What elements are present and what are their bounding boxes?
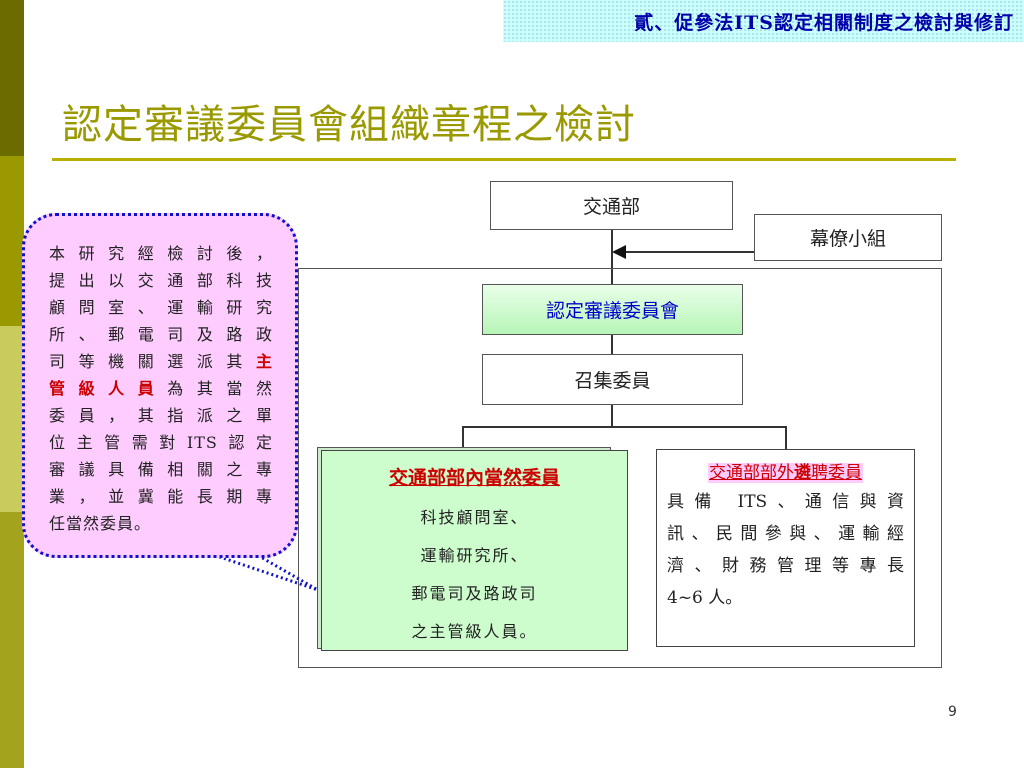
ministry-box: 交通部 bbox=[490, 181, 733, 230]
external-members-line: 具備 ITS、通信與資 bbox=[667, 492, 904, 512]
page-title: 認定審議委員會組織章程之檢討 bbox=[62, 102, 636, 148]
left-decor-bar-bottom bbox=[0, 512, 24, 768]
left-decor-bar-mid bbox=[0, 156, 24, 326]
connector-branch-external bbox=[785, 426, 787, 449]
callout-line: 位主管需對ITS認定 bbox=[49, 433, 273, 452]
internal-members-box: 交通部部內當然委員 科技顧問室、 運輸研究所、 郵電司及路政司 之主管級人員。 bbox=[321, 450, 628, 651]
committee-box: 認定審議委員會 bbox=[482, 284, 743, 335]
callout-line: 所、郵電司及路政 bbox=[49, 325, 273, 344]
callout-line: 委員，其指派之單 bbox=[49, 406, 273, 425]
callout-line: 司等機關選派其主 bbox=[49, 352, 273, 371]
callout-line: 審議具備相關之專 bbox=[49, 460, 273, 479]
section-banner-text: 貳、促參法ITS認定相關制度之檢討與修訂 bbox=[634, 11, 1014, 34]
external-members-line: 訊、民間參與、運輸經 bbox=[667, 524, 904, 544]
staff-group-box: 幕僚小組 bbox=[754, 214, 942, 261]
convener-box: 召集委員 bbox=[482, 354, 743, 405]
connector-branch-horizontal bbox=[462, 426, 786, 428]
section-banner: 貳、促參法ITS認定相關制度之檢討與修訂 bbox=[503, 0, 1024, 42]
internal-members-line: 之主管級人員。 bbox=[411, 622, 538, 641]
arrow-left-icon bbox=[612, 245, 626, 259]
internal-members-title: 交通部部內當然委員 bbox=[388, 467, 560, 489]
left-decor-bar-dark bbox=[0, 0, 24, 156]
callout-line: 顧問室、運輸研究 bbox=[49, 298, 273, 317]
connector-staff-arrow bbox=[626, 251, 754, 253]
callout-line: 提出以交通部科技 bbox=[49, 271, 273, 290]
internal-members-line: 郵電司及路政司 bbox=[411, 584, 538, 603]
page-number: 9 bbox=[948, 704, 957, 720]
external-members-box: 交通部部外遴聘委員 具備 ITS、通信與資 訊、民間參與、運輸經 濟、財務管理等… bbox=[656, 449, 915, 647]
note-callout: 本研究經檢討後， 提出以交通部科技 顧問室、運輸研究 所、郵電司及路政 司等機關… bbox=[22, 213, 298, 558]
title-underline bbox=[52, 158, 956, 161]
callout-line: 管級人員為其當然 bbox=[49, 379, 273, 398]
external-members-title: 交通部部外遴聘委員 bbox=[708, 463, 863, 483]
committee-frame bbox=[298, 268, 942, 668]
internal-members-line: 科技顧問室、 bbox=[420, 508, 529, 527]
connector-branch-internal bbox=[462, 426, 464, 448]
callout-line: 任當然委員。 bbox=[49, 514, 152, 533]
callout-line: 本研究經檢討後， bbox=[49, 244, 273, 263]
internal-members-line: 運輸研究所、 bbox=[420, 546, 529, 565]
external-members-line: 濟、財務管理等專長 bbox=[667, 556, 904, 576]
connector-committee-convener bbox=[611, 335, 613, 354]
callout-line: 業，並冀能長期專 bbox=[49, 487, 273, 506]
left-decor-bar-light bbox=[0, 326, 24, 512]
external-members-line: 4~6 人。 bbox=[667, 588, 743, 608]
connector-convener-branch bbox=[611, 405, 613, 427]
